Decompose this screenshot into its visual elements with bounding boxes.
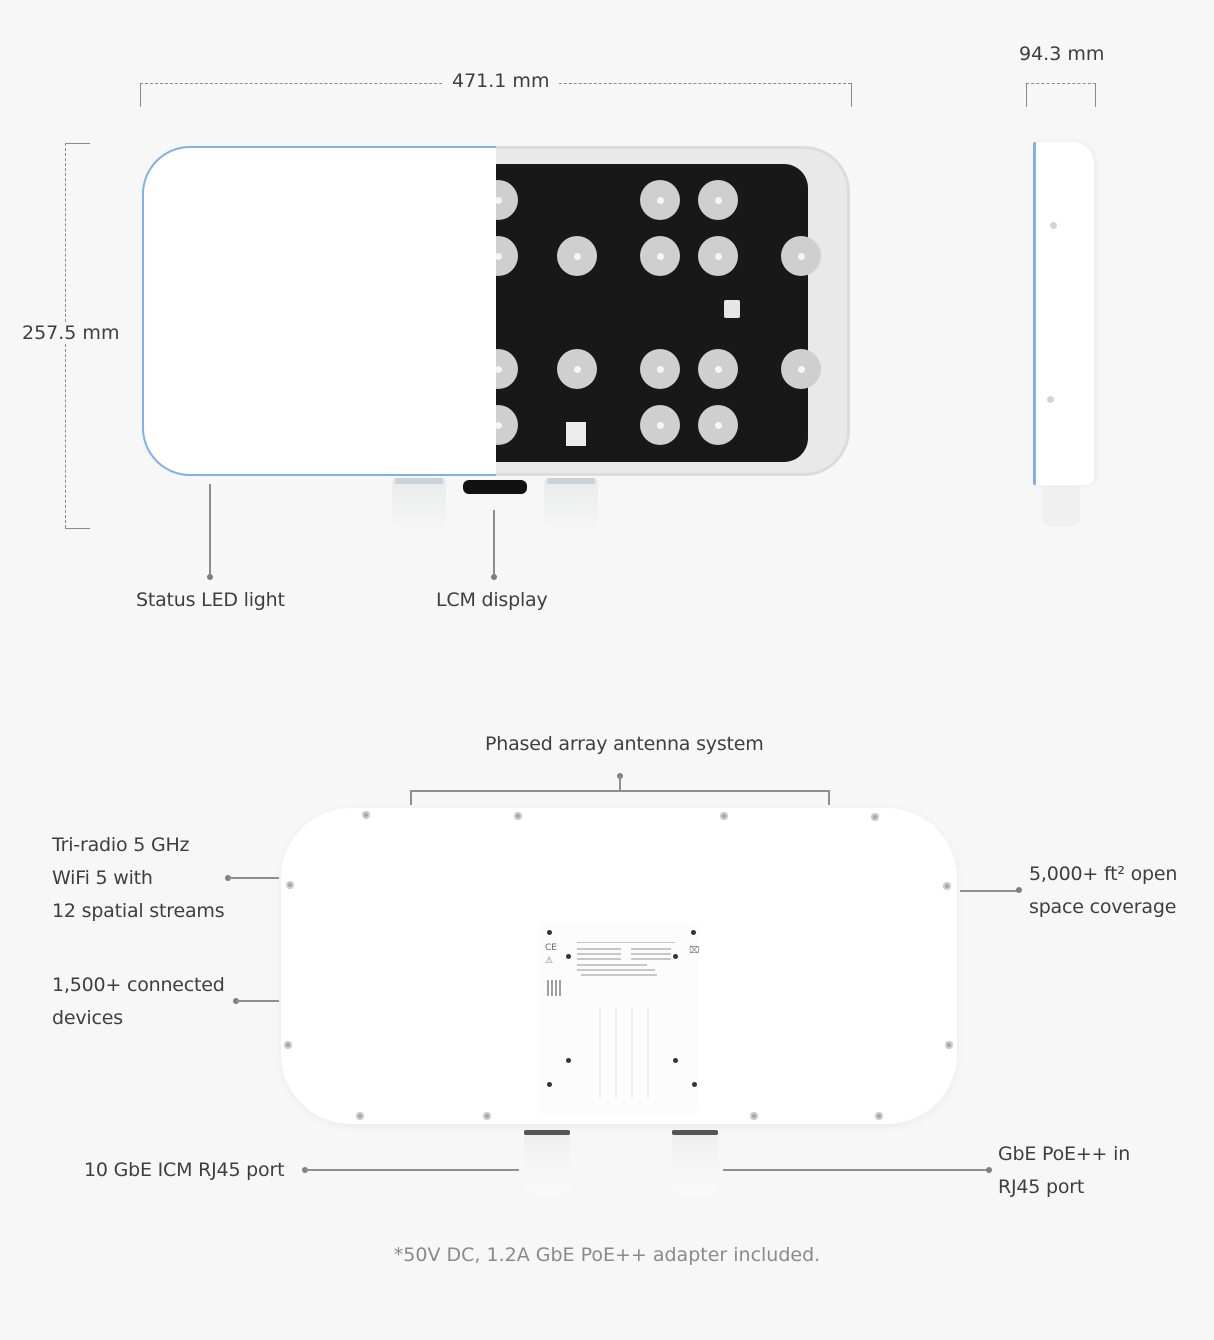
antenna-patch <box>640 405 680 445</box>
side-body <box>1033 142 1094 485</box>
antenna-patch <box>557 236 597 276</box>
callout-bracket-left <box>410 790 412 805</box>
side-cable-gland <box>1042 485 1080 527</box>
callout-label-antenna: Phased array antenna system <box>485 733 764 755</box>
screw <box>362 811 370 819</box>
warning-triangle-icon: ⚠ <box>545 956 554 966</box>
screw <box>483 1112 491 1120</box>
antenna-patch <box>640 180 680 220</box>
callout-dot <box>207 574 213 580</box>
footnote: *50V DC, 1.2A GbE PoE++ adapter included… <box>393 1244 821 1266</box>
callout-label-10gbe-port: 10 GbE ICM RJ45 port <box>84 1159 285 1181</box>
screw <box>875 1112 883 1120</box>
antenna-patch <box>640 349 680 389</box>
callout-label-line: GbE PoE++ in <box>998 1143 1131 1165</box>
cable-gland-right <box>544 478 598 530</box>
antenna-patch <box>698 405 738 445</box>
callout-line <box>619 776 621 791</box>
depth-dimension-line <box>1026 83 1096 84</box>
mount-hole <box>547 930 552 935</box>
height-dimension-label: 257.5 mm <box>12 322 130 344</box>
callout-bracket <box>410 790 829 792</box>
screw <box>943 882 951 890</box>
back-view-device: CE ⚠ ⌧ <box>281 808 957 1124</box>
callout-label-line: 1,500+ connected <box>52 974 225 996</box>
callout-label-line: 5,000+ ft² open <box>1029 863 1178 885</box>
callout-dot <box>986 1167 992 1173</box>
ce-mark-icon: CE <box>545 943 557 953</box>
callout-line <box>236 1000 279 1002</box>
rj45-gland-poe-in <box>672 1130 718 1194</box>
mount-hole <box>566 1058 571 1063</box>
mount-hole <box>566 954 571 959</box>
recycle-bin-icon: ⌧ <box>689 946 700 956</box>
callout-label-line: space coverage <box>1029 896 1177 918</box>
antenna-patch <box>698 236 738 276</box>
screw <box>514 812 522 820</box>
callout-dot <box>1016 887 1022 893</box>
callout-bracket-right <box>828 790 830 805</box>
callout-line <box>209 484 211 576</box>
width-dimension-tick-right <box>851 83 852 107</box>
screw <box>720 812 728 820</box>
screw <box>286 881 294 889</box>
width-dimension-label: 471.1 mm <box>442 70 560 92</box>
regulatory-label <box>577 940 677 978</box>
callout-dot <box>491 574 497 580</box>
depth-dimension-tick-left <box>1026 83 1027 107</box>
callout-label-lcm-display: LCM display <box>436 589 548 611</box>
callout-line <box>493 510 495 576</box>
antenna-patch <box>698 349 738 389</box>
callout-label-line: RJ45 port <box>998 1176 1085 1198</box>
callout-label-line: devices <box>52 1007 123 1029</box>
screw <box>284 1041 292 1049</box>
callout-line <box>305 1169 519 1171</box>
antenna-patch <box>781 349 821 389</box>
rj45-gland-10gbe <box>524 1130 570 1194</box>
height-dimension-tick-bottom <box>65 528 90 529</box>
antenna-patch <box>698 180 738 220</box>
mount-hole <box>1047 396 1054 403</box>
qr-code-icon <box>547 980 563 996</box>
mount-hole <box>673 1058 678 1063</box>
screw <box>945 1041 953 1049</box>
callout-label-status-led: Status LED light <box>136 589 285 611</box>
mount-hole <box>692 1082 697 1087</box>
antenna-patch <box>640 236 680 276</box>
callout-line <box>723 1169 988 1171</box>
antenna-patch <box>781 236 821 276</box>
height-dimension-tick-top <box>65 143 90 144</box>
callout-label-line: 12 spatial streams <box>52 900 225 922</box>
front-cover-with-status-led <box>142 146 496 476</box>
depth-dimension-label: 94.3 mm <box>1009 43 1115 65</box>
screw <box>750 1112 758 1120</box>
callout-label-line: Tri-radio 5 GHz <box>52 834 190 856</box>
mount-hole <box>673 954 678 959</box>
lcm-display-screen <box>463 480 527 494</box>
callout-line <box>960 890 1018 892</box>
callout-label-line: WiFi 5 with <box>52 867 153 889</box>
callout-line <box>228 877 279 879</box>
depth-dimension-tick-right <box>1095 83 1096 107</box>
screw <box>356 1112 364 1120</box>
cable-gland-left <box>392 478 446 530</box>
antenna-patch <box>557 349 597 389</box>
connector-icon <box>566 422 586 446</box>
antenna-pcb <box>470 164 821 462</box>
mount-hole <box>547 1082 552 1087</box>
mount-hole <box>691 930 696 935</box>
width-dimension-tick-left <box>140 83 141 107</box>
mount-hole <box>1050 222 1057 229</box>
screw <box>871 813 879 821</box>
sensor-icon <box>724 300 740 318</box>
antenna-housing <box>470 146 850 476</box>
